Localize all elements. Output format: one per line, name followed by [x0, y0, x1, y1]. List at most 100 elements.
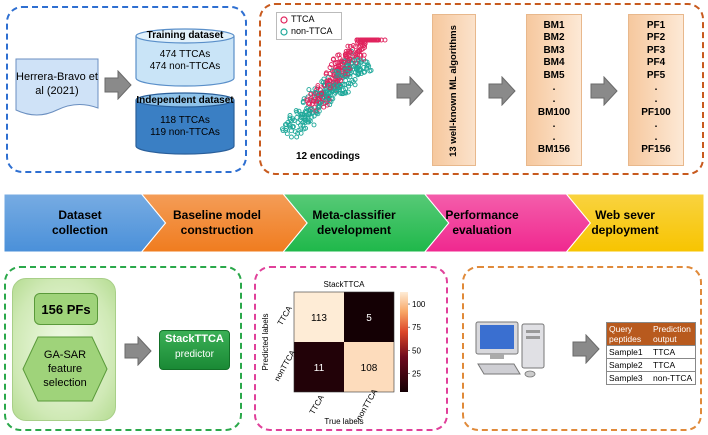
scatter-point [306, 112, 312, 118]
scatter-point [308, 91, 314, 97]
scatter-point [311, 113, 317, 119]
baseline-models-box [526, 14, 582, 166]
scatter-point [356, 71, 362, 76]
webserver-panel [462, 266, 702, 431]
scatter-point [335, 72, 341, 78]
scatter-point [352, 44, 358, 50]
step-web-server-deployment: Web sever deployment [591, 208, 659, 237]
y-axis-label: Predicted labels [261, 314, 270, 371]
scatter-point [365, 62, 371, 68]
matrix-cell [344, 292, 394, 342]
scatter-point [326, 82, 332, 88]
scatter-point [352, 82, 358, 88]
training-dataset-title: Training dataset [146, 30, 224, 41]
baseline-model-item: BM1 [543, 20, 565, 31]
scatter-point [345, 89, 351, 95]
scatter-point [373, 37, 379, 43]
scatter-point [371, 37, 377, 43]
x-axis-label: True labels [324, 417, 363, 426]
scatter-point [315, 111, 321, 117]
colorbar-tick-label: 100 [412, 300, 426, 309]
scatter-point [302, 120, 308, 126]
scatter-point [300, 111, 306, 117]
scatter-point [290, 124, 296, 130]
scatter-point [343, 52, 348, 58]
y-tick-label: TTCA [276, 304, 295, 327]
scatter-point [340, 59, 346, 65]
arrow-icon [572, 334, 600, 364]
scatter-point [333, 79, 339, 85]
scatter-point [345, 43, 351, 49]
scatter-point [298, 126, 304, 132]
scatter-point [303, 117, 308, 123]
scatter-point [304, 98, 310, 104]
probabilistic-feature-item: PF5 [646, 69, 666, 81]
scatter-point [351, 63, 357, 69]
table-row: Sample1 TTCA [607, 345, 695, 358]
legend-nonttca-label: non-TTCA [291, 26, 333, 36]
scatter-point [325, 94, 331, 100]
training-ttca-count: 474 TTCAs [159, 49, 211, 60]
scatter-point [300, 115, 306, 120]
independent-ttca-count: 118 TTCAs [160, 115, 210, 126]
colorbar-tick-label: 25 [412, 369, 421, 378]
scatter-point [342, 71, 348, 77]
baseline-model-item: BM100 [537, 106, 571, 118]
step-chevron [565, 193, 705, 253]
row-sample: Sample1 [609, 347, 643, 357]
scatter-point [315, 105, 321, 110]
scatter-point [360, 43, 366, 49]
probabilistic-feature-item: PF1 [646, 20, 666, 31]
scatter-point [315, 92, 321, 98]
colorbar-tick-label: 75 [412, 323, 421, 332]
scatter-point [355, 49, 361, 54]
tsne-scatter-plot [279, 37, 388, 140]
row-sample: Sample3 [609, 373, 643, 383]
row-prediction: TTCA [653, 347, 676, 357]
colorbar [400, 292, 408, 392]
cell-value: 113 [311, 313, 327, 324]
probabilistic-feature-item: . [654, 119, 658, 131]
predictor-title: StackTTCA [165, 333, 224, 345]
arrow-icon [124, 336, 152, 366]
row-prediction: non-TTCA [653, 373, 693, 383]
scatter-point [366, 37, 372, 43]
scatter-point [345, 49, 351, 55]
cell-value: 5 [366, 313, 372, 324]
scatter-point [368, 67, 374, 73]
computer-icon [475, 321, 545, 378]
process-steps-bar [3, 193, 705, 253]
scatter-point [319, 79, 325, 85]
scatter-point [315, 85, 321, 91]
matrix-cell [294, 292, 344, 342]
row-sample: Sample2 [609, 360, 643, 370]
scatter-point [364, 37, 370, 43]
scatter-point [362, 69, 368, 75]
scatter-point [306, 87, 312, 93]
scatter-point [298, 111, 304, 117]
scatter-point [315, 83, 321, 89]
scatter-point [327, 85, 333, 91]
scatter-point [314, 97, 320, 103]
baseline-model-item: BM4 [543, 57, 565, 69]
ml-algorithms-label: 13 well-known ML algorithms [448, 25, 459, 157]
probabilistic-feature-item: . [654, 94, 658, 106]
chart-title: StackTTCA [324, 280, 366, 289]
scatter-point [337, 83, 343, 88]
scatter-point [346, 81, 352, 86]
scatter-point [324, 102, 330, 108]
scatter-point [302, 115, 308, 121]
document-icon [15, 58, 99, 116]
step-meta-classifier: Meta-classifier development [312, 208, 396, 237]
probabilistic-feature-item: . [654, 131, 658, 143]
scatter-point [340, 87, 346, 93]
independent-dataset-title: Independent dataset [136, 95, 234, 106]
gasar-label: GA-SAR feature selection [43, 349, 87, 389]
source-label: Herrera-Bravo et al (2021) [16, 71, 98, 97]
scatter-point [335, 62, 341, 68]
predictor-subtitle: predictor [175, 349, 214, 360]
scatter-point [282, 122, 288, 128]
baseline-model-item: BM3 [543, 44, 565, 56]
baseline-model-item: BM156 [537, 144, 571, 156]
header-output: Prediction output [653, 324, 691, 344]
